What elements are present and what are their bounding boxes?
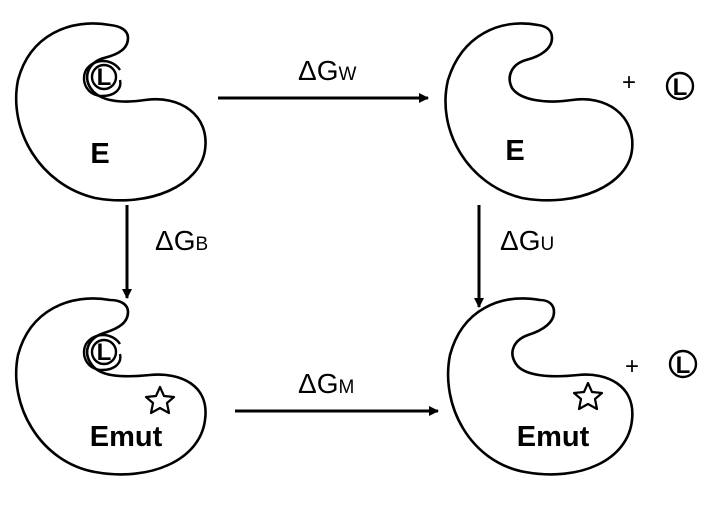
enzyme-e-bound-shape: [14, 22, 207, 202]
enzyme-e-apo-shape: [444, 22, 634, 202]
plus-sign-top: +: [622, 69, 636, 96]
mutation-star-left: [144, 385, 176, 415]
mutation-star-right: [572, 381, 604, 411]
enzyme-e-bound: L E: [14, 22, 207, 202]
enzyme-label-top-left: E: [90, 138, 109, 170]
ligand-free-bottom: L: [668, 349, 698, 379]
plus-sign-bottom: +: [625, 353, 639, 380]
delta-g-u-label: ΔGU: [500, 225, 554, 256]
ligand-label: L: [97, 339, 112, 366]
enzyme-label-top-right: E: [505, 135, 524, 167]
ligand-label: L: [97, 64, 112, 91]
delta-g-b-label: ΔGB: [155, 225, 208, 256]
enzyme-emut-bound: L Emut: [14, 297, 207, 476]
enzyme-emut-apo: Emut: [446, 297, 634, 476]
enzyme-emut-apo-shape: [446, 297, 634, 476]
enzyme-emut-bound-shape: [14, 297, 207, 476]
ligand-label: L: [676, 352, 691, 379]
enzyme-label-bottom-left: Emut: [90, 421, 163, 453]
delta-g-w-label: ΔGW: [298, 55, 356, 86]
binding-pocket-e: [82, 59, 122, 98]
ligand-bound-bottom: L: [90, 338, 118, 366]
enzyme-label-bottom-right: Emut: [517, 421, 590, 453]
ligand-label: L: [673, 74, 688, 101]
ligand-free-top: L: [665, 71, 695, 101]
enzyme-e-apo: E: [444, 22, 634, 202]
delta-g-m-label: ΔGM: [298, 368, 354, 399]
ligand-bound-top: L: [90, 63, 118, 91]
binding-pocket-emut: [82, 333, 122, 372]
